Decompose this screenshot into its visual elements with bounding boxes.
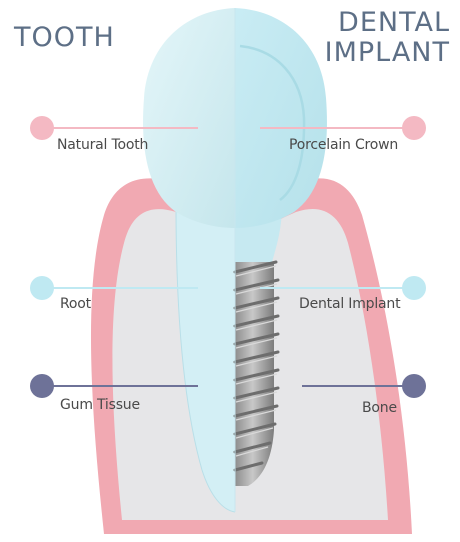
root-label: Root: [60, 296, 91, 312]
gum-tissue-label: Gum Tissue: [60, 397, 140, 413]
bone-marker: [402, 374, 426, 398]
natural-tooth-label: Natural Tooth: [57, 137, 148, 153]
gum-tissue-marker: [30, 374, 54, 398]
root-marker: [30, 276, 54, 300]
bone-label: Bone: [362, 400, 397, 416]
dental-implant-marker: [402, 276, 426, 300]
natural-tooth-marker: [30, 116, 54, 140]
dental-implant-label: Dental Implant: [299, 296, 400, 312]
porcelain-crown-marker: [402, 116, 426, 140]
porcelain-crown-label: Porcelain Crown: [289, 137, 398, 153]
